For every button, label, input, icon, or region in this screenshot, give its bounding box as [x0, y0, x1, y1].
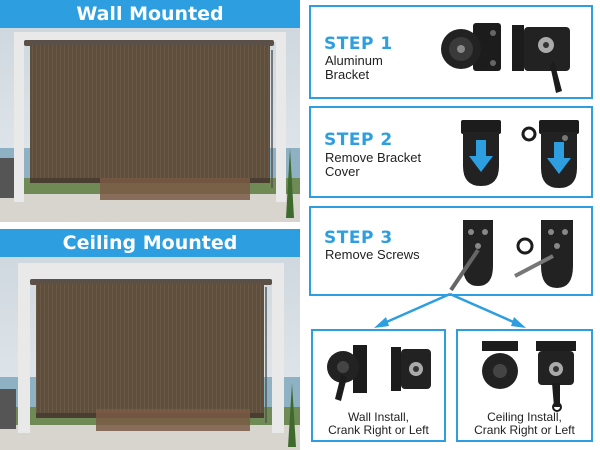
wall-mounted-photo — [0, 28, 300, 222]
wall-mounted-title: Wall Mounted — [0, 0, 300, 28]
split-arrows-icon — [374, 292, 526, 328]
ceiling-install-bracket-icon — [482, 341, 576, 412]
step-3-desc: Remove Screws — [325, 247, 420, 262]
remove-screws-screwdriver-icon — [514, 220, 573, 288]
wall-install-bracket-icon — [327, 345, 431, 401]
remove-screws-icon — [449, 220, 493, 292]
step-2-box: STEP 2 Remove Bracket Cover — [309, 106, 593, 198]
step-1-desc: Aluminum Bracket — [325, 53, 383, 82]
step-2-desc: Remove Bracket Cover — [325, 150, 422, 179]
bracket-cover-screw-icon — [521, 120, 579, 188]
wall-install-caption: Wall Install, Crank Right or Left — [328, 410, 429, 437]
step-3-box: STEP 3 Remove Screws — [309, 206, 593, 296]
ceiling-install-box: Ceiling Install, Crank Right or Left — [456, 329, 593, 442]
step-1-box: STEP 1 Aluminum Bracket — [309, 5, 593, 99]
ceiling-mounted-photo — [0, 257, 300, 450]
aluminum-bracket-front-icon — [512, 25, 570, 93]
ceiling-mounted-title: Ceiling Mounted — [0, 229, 300, 257]
wall-install-box: Wall Install, Crank Right or Left — [311, 329, 446, 442]
bracket-cover-icon — [461, 120, 501, 186]
step-1-title: STEP 1 — [324, 34, 393, 54]
ceiling-install-caption: Ceiling Install, Crank Right or Left — [474, 410, 575, 437]
step-2-title: STEP 2 — [324, 130, 393, 150]
step-3-title: STEP 3 — [324, 228, 393, 248]
aluminum-bracket-icon — [441, 23, 501, 71]
